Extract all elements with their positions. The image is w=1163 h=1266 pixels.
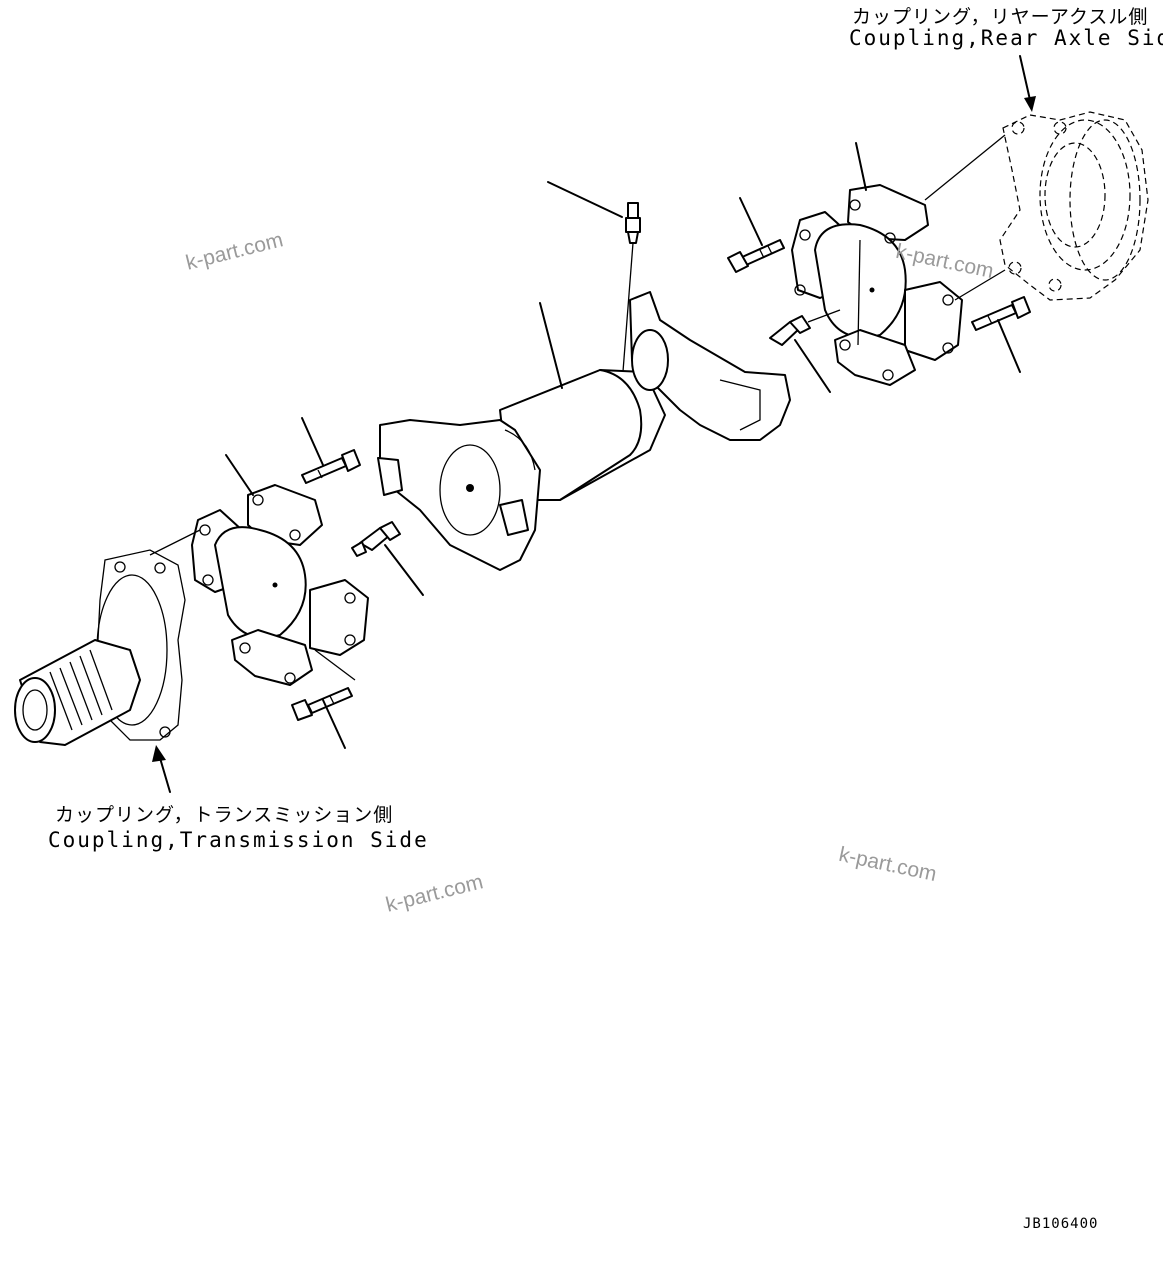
rear-spider-leader bbox=[855, 142, 867, 191]
rear-coupling-label-jp: カップリング，リヤーアクスル側 bbox=[852, 6, 1149, 28]
shaft-grease-fitting bbox=[619, 202, 641, 411]
rear-axle-coupling bbox=[999, 111, 1149, 301]
front-spider-bolt-upper bbox=[301, 449, 361, 484]
drive-shaft-leader bbox=[539, 302, 563, 389]
rear-coupling-label-en: Coupling,Rear Axle Side bbox=[849, 26, 1163, 50]
front-grease-fitting bbox=[351, 521, 401, 557]
rear-coupling-guide-line bbox=[924, 134, 1006, 201]
rear-spider-assembly bbox=[791, 184, 963, 386]
rear-bolt-upper-leader bbox=[739, 197, 763, 246]
drawing-code: JB106400 bbox=[1023, 1216, 1099, 1232]
front-grease-leader bbox=[384, 544, 424, 596]
transmission-coupling-label-jp: カップリング，トランスミッション側 bbox=[55, 804, 394, 826]
rear-spider-bolt-upper bbox=[727, 239, 785, 273]
drive-shaft-tube bbox=[377, 291, 791, 571]
rear-coupling-guide-line-lower bbox=[954, 269, 1006, 301]
front-spider-assembly bbox=[191, 484, 369, 686]
shaft-grease-leader bbox=[547, 181, 623, 218]
rear-bolt-lower-leader bbox=[997, 319, 1021, 373]
transmission-coupling-label-en: Coupling,Transmission Side bbox=[48, 828, 429, 852]
rear-grease-leader bbox=[794, 339, 831, 393]
transmission-coupling-arrow bbox=[152, 745, 171, 793]
front-coupling-guide-line bbox=[149, 529, 201, 556]
front-spider-bolt-lower bbox=[291, 687, 353, 721]
rear-grease-fitting bbox=[769, 309, 841, 346]
front-bolt-lower-leader bbox=[322, 699, 346, 749]
rear-coupling-arrow bbox=[1019, 55, 1036, 112]
transmission-coupling bbox=[14, 549, 186, 746]
rear-spider-bolt-lower bbox=[971, 296, 1031, 331]
front-spider-leader bbox=[225, 454, 254, 496]
front-bolt-upper-leader bbox=[301, 417, 324, 466]
